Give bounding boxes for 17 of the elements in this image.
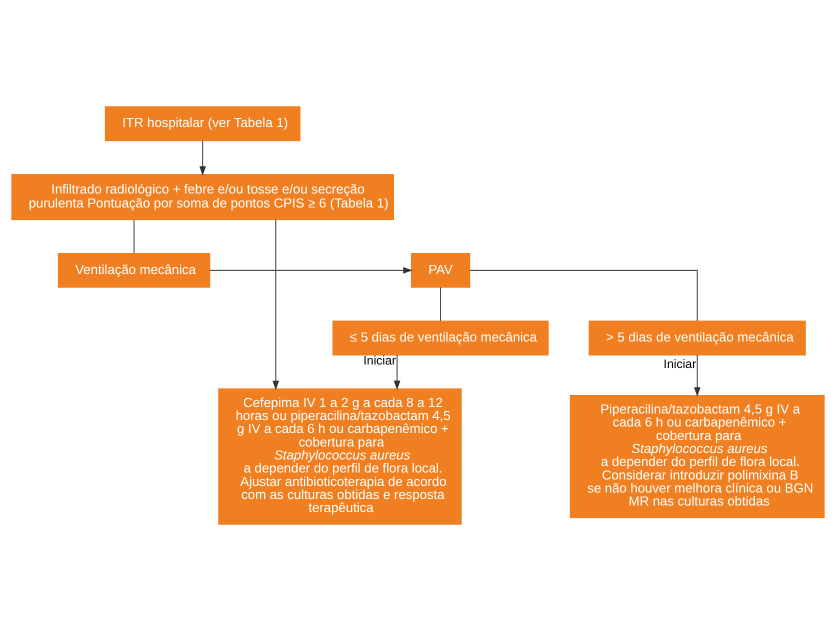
connector bbox=[440, 286, 442, 322]
connector bbox=[469, 270, 698, 322]
node-box: Ventilação mecânica bbox=[58, 252, 210, 288]
node-box: ITR hospitalar (ver Tabela 1) bbox=[104, 106, 300, 142]
edge-label: Iniciar bbox=[363, 354, 396, 368]
arrow bbox=[694, 354, 701, 397]
node-box: Infiltrado radiológico + febre e/ou tosse e/ou secreção purulenta Pontuação por soma de pontos CPIS ≥ 6 (Tabela 1) bbox=[11, 174, 394, 220]
arrow bbox=[394, 354, 400, 390]
node-box: > 5 dias de ventilação mecânica bbox=[588, 320, 806, 356]
node-box: ≤ 5 dias de ventilação mecânica bbox=[332, 320, 549, 356]
edge-label: Iniciar bbox=[664, 356, 696, 371]
arrow bbox=[272, 219, 280, 390]
arrow bbox=[209, 267, 413, 274]
node-box: PAV bbox=[410, 252, 470, 288]
node-box: Piperacilina/tazobactam 4,5 g IV a cada 6 h ou carbapenêmico + cobertura para Staphylococcus aureus a depender do perfil de flora local. Considerar introduzir polimixina B se não houver melhora clínica ou BGN MR nas culturas obtidas bbox=[570, 394, 825, 518]
arrow bbox=[199, 140, 206, 176]
node-box: Cefepima IV 1 a 2 g a cada 8 a 12 horas ou piperacilina/tazobactam 4,5 g IV a cada 6 h ou carbapenêmico + cobertura para Staphylococcus aureus a depender do perfil de flora local. Ajustar antibioticoterapia de acordo com as culturas obtidas e resposta terapêutica bbox=[218, 388, 462, 525]
